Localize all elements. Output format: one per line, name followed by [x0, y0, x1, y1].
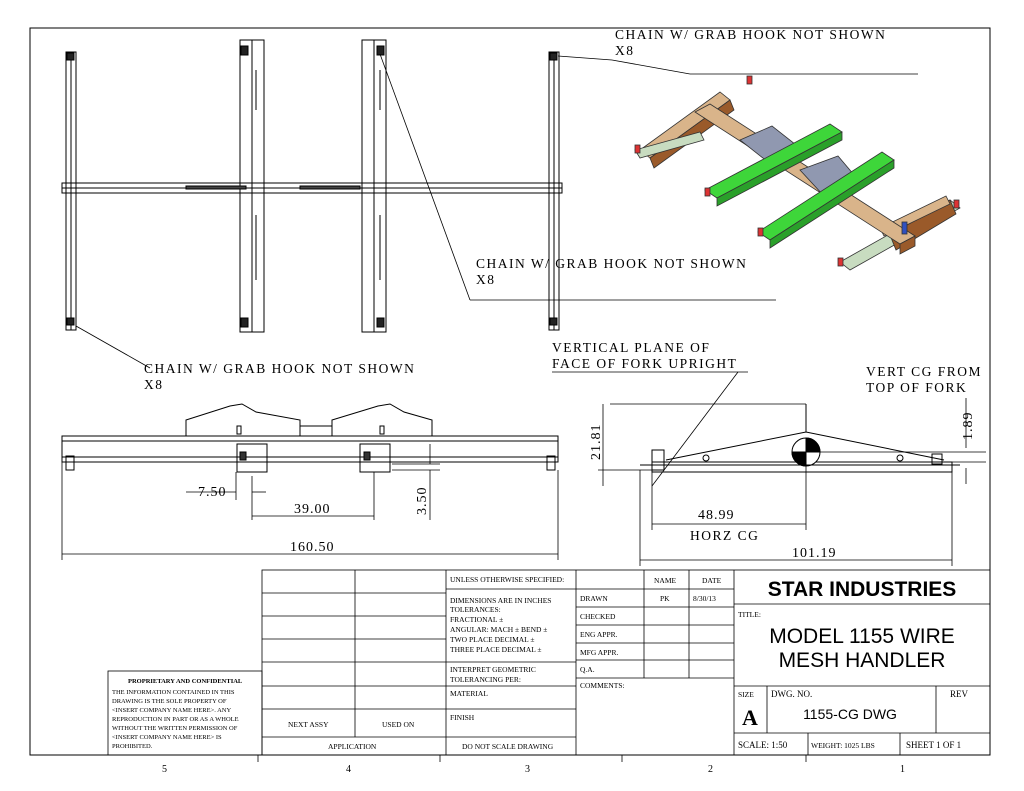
- zone-3: 3: [525, 764, 530, 775]
- weight-label: WEIGHT: 1025 LBS: [811, 741, 875, 750]
- callout-chain-left-qty: X8: [144, 377, 164, 392]
- dim-160-50: 160.50: [290, 540, 335, 555]
- rev-label: REV: [950, 689, 969, 699]
- dwg-no-value: 1155-CG DWG: [803, 706, 897, 722]
- proprietary-line-4: REPRODUCTION IN PART OR AS A WHOLE: [112, 716, 239, 723]
- title-label: TITLE:: [738, 610, 761, 619]
- spec-line-6: TWO PLACE DECIMAL ±: [450, 635, 534, 644]
- drawn-date: 8/30/13: [693, 594, 716, 603]
- used-on-label: USED ON: [382, 720, 415, 729]
- side-view: [640, 404, 960, 473]
- callout-vertical-plane-2: FACE OF FORK UPRIGHT: [552, 356, 737, 371]
- proprietary-line-5: WITHOUT THE WRITTEN PERMISSION OF: [112, 725, 238, 732]
- spec-line-1: UNLESS OTHERWISE SPECIFIED:: [450, 575, 564, 584]
- spec-line-5: ANGULAR: MACH ± BEND ±: [450, 625, 547, 634]
- row-qa: Q.A.: [580, 665, 595, 674]
- col-date-label: DATE: [702, 576, 722, 585]
- dim-48-99: 48.99: [698, 508, 735, 523]
- row-checked: CHECKED: [580, 612, 616, 621]
- row-eng-appr: ENG APPR.: [580, 630, 618, 639]
- proprietary-line-6: <INSERT COMPANY NAME HERE> IS: [112, 734, 222, 741]
- zone-2: 2: [708, 764, 713, 775]
- col-name-label: NAME: [654, 576, 677, 585]
- finish-label: FINISH: [450, 713, 475, 722]
- proprietary-line-1: THE INFORMATION CONTAINED IN THIS: [112, 689, 235, 696]
- callout-vertical-plane-1: VERTICAL PLANE OF: [552, 340, 710, 355]
- dim-7-50: 7.50: [198, 485, 227, 500]
- material-label: MATERIAL: [450, 689, 488, 698]
- drawing-title-line-1: MODEL 1155 WIRE: [769, 625, 955, 648]
- dwg-no-label: DWG. NO.: [771, 689, 812, 699]
- do-not-scale-label: DO NOT SCALE DRAWING: [462, 742, 554, 751]
- drawing-title-line-2: MESH HANDLER: [779, 649, 946, 672]
- proprietary-line-7: PROHIBITED.: [112, 743, 153, 750]
- callout-vert-cg-2: TOP OF FORK: [866, 380, 967, 395]
- row-drawn: DRAWN: [580, 594, 608, 603]
- dim-39-00: 39.00: [294, 502, 331, 517]
- size-value: A: [742, 705, 758, 730]
- top-view: [61, 39, 563, 333]
- callout-horz-cg: HORZ CG: [690, 528, 759, 543]
- dim-21-81: 21.81: [589, 424, 604, 461]
- zone-1: 1: [900, 764, 905, 775]
- spec-line-9: TOLERANCING PER:: [450, 675, 521, 684]
- application-label: APPLICATION: [328, 742, 377, 751]
- proprietary-line-3: <INSERT COMPANY NAME HERE>. ANY: [112, 707, 232, 714]
- callout-chain-top-qty: X8: [615, 43, 635, 58]
- spec-line-2: DIMENSIONS ARE IN INCHES: [450, 596, 551, 605]
- next-assy-label: NEXT ASSY: [288, 720, 329, 729]
- row-mfg-appr: MFG APPR.: [580, 648, 618, 657]
- callout-chain-left: CHAIN W/ GRAB HOOK NOT SHOWN: [144, 361, 415, 376]
- drawn-name: PK: [660, 594, 670, 603]
- callout-chain-middle: CHAIN W/ GRAB HOOK NOT SHOWN: [476, 256, 747, 271]
- callout-chain-middle-qty: X8: [476, 272, 496, 287]
- proprietary-line-2: DRAWING IS THE SOLE PROPERTY OF: [112, 698, 227, 705]
- top-view-leaders: [75, 53, 918, 369]
- sheet-label: SHEET 1 OF 1: [906, 740, 961, 750]
- spec-line-7: THREE PLACE DECIMAL ±: [450, 645, 542, 654]
- callout-vert-cg-1: VERT CG FROM: [866, 364, 982, 379]
- size-label: SIZE: [738, 690, 754, 699]
- callout-chain-top: CHAIN W/ GRAB HOOK NOT SHOWN: [615, 27, 886, 42]
- dim-101-19: 101.19: [792, 546, 837, 561]
- front-view: [61, 403, 559, 473]
- company-name: STAR INDUSTRIES: [768, 578, 957, 601]
- zone-5: 5: [162, 764, 167, 775]
- title-block-grid: [107, 569, 991, 756]
- spec-line-4: FRACTIONAL ±: [450, 615, 503, 624]
- front-view-dimensions: [61, 444, 559, 560]
- side-view-dimensions: [552, 371, 986, 566]
- scale-label: SCALE: 1:50: [738, 740, 788, 750]
- isometric-view: [634, 75, 961, 271]
- zone-ticks: [257, 755, 807, 762]
- dim-3-50: 3.50: [415, 487, 430, 516]
- spec-line-3: TOLERANCES:: [450, 605, 501, 614]
- spec-line-8: INTERPRET GEOMETRIC: [450, 665, 536, 674]
- zone-4: 4: [346, 764, 351, 775]
- dim-1-89: 1.89: [961, 412, 976, 441]
- proprietary-heading: PROPRIETARY AND CONFIDENTIAL: [128, 678, 243, 685]
- row-comments: COMMENTS:: [580, 681, 625, 690]
